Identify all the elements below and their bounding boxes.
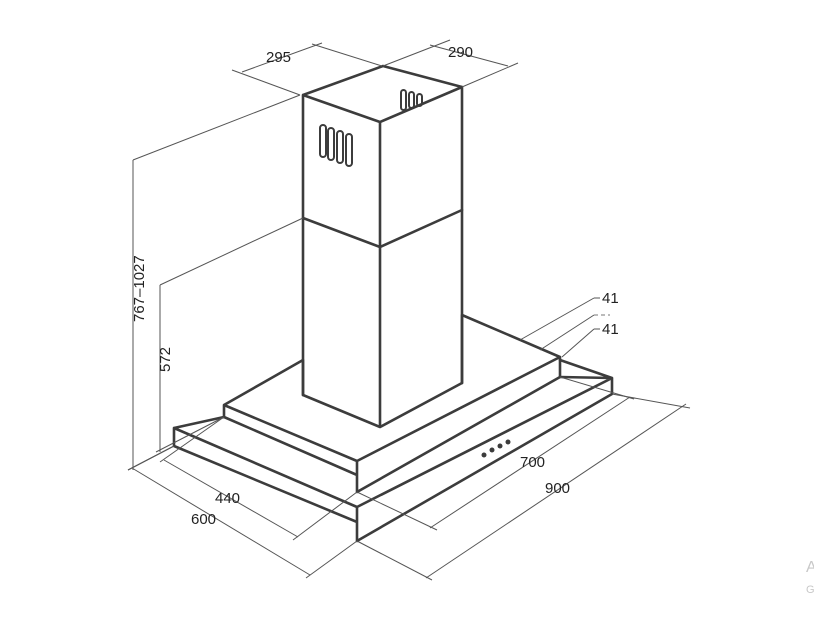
label-chimney-lower-height: 572 [157, 347, 174, 372]
vent-slot [416, 93, 423, 107]
label-chimney-width-left: 295 [266, 49, 291, 66]
lower-panel [172, 358, 614, 543]
upper-panel [222, 313, 562, 494]
control-button [481, 452, 487, 458]
vent-slot [327, 127, 335, 161]
vent-slot [400, 89, 407, 111]
label-bottom-panel-thickness: 41 [602, 321, 619, 338]
label-total-height: 767–1027 [131, 255, 148, 322]
label-top-panel-thickness: 41 [602, 290, 619, 307]
vent-slot [408, 91, 415, 109]
vent-slot [336, 130, 344, 164]
control-button [489, 447, 495, 453]
label-chimney-width-right: 290 [448, 44, 473, 61]
vent-slot [319, 124, 327, 158]
watermark: A G [806, 559, 814, 596]
chimney-lower-section [301, 208, 464, 429]
vent-slots-front [319, 124, 353, 167]
vent-slot [345, 133, 353, 167]
label-upper-depth: 440 [215, 490, 240, 507]
control-buttons [481, 439, 511, 458]
label-lower-width: 900 [545, 480, 570, 497]
vent-slots-back [400, 89, 423, 111]
hood-outline [172, 64, 614, 543]
label-upper-width: 700 [520, 454, 545, 471]
chimney-upper-section [301, 64, 464, 249]
control-button [505, 439, 511, 445]
watermark-line-1: A [806, 559, 814, 576]
watermark-line-2: G [806, 584, 814, 596]
label-lower-depth: 600 [191, 511, 216, 528]
dimension-labels: 295 290 767–1027 572 41 41 700 900 440 6… [131, 44, 619, 528]
control-button [497, 443, 503, 449]
dimension-lines [127, 39, 691, 581]
